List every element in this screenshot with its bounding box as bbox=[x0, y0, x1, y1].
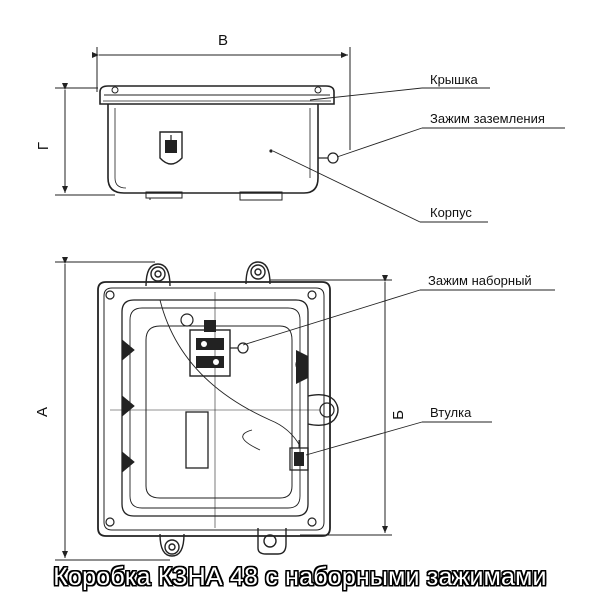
dimension-b-label: Б bbox=[390, 410, 407, 420]
dimension-b-inner-length bbox=[270, 275, 392, 536]
callout-ground-clamp: Зажим заземления bbox=[430, 111, 545, 126]
callout-body: Корпус bbox=[430, 205, 472, 220]
bushing bbox=[289, 440, 309, 471]
callout-bushing: Втулка bbox=[430, 405, 472, 420]
callouts-bottom bbox=[242, 289, 555, 456]
caption: Коробка КЗНА 48 с наборными зажимами bbox=[53, 563, 547, 591]
callout-terminal-block: Зажим наборный bbox=[428, 273, 532, 288]
dimension-g-height bbox=[55, 83, 115, 196]
dimension-v-label: В bbox=[218, 32, 228, 49]
dimension-g-label: Г bbox=[35, 142, 52, 150]
callout-lid: Крышка bbox=[430, 72, 479, 87]
corner-bolts bbox=[105, 290, 317, 527]
flange-outline bbox=[97, 281, 331, 537]
dimension-v-width bbox=[92, 47, 351, 150]
terminal-block bbox=[189, 320, 249, 377]
body-outline bbox=[107, 104, 319, 194]
dimension-a-length bbox=[55, 257, 170, 561]
lid-outline bbox=[99, 85, 335, 105]
side-ribs bbox=[121, 338, 135, 474]
plan-view: А Б bbox=[34, 257, 407, 561]
mounting-ears-bottom bbox=[159, 528, 287, 557]
side-view: В Г bbox=[35, 32, 351, 201]
ground-symbol-icon bbox=[159, 131, 183, 165]
nameplate-slot bbox=[185, 411, 209, 469]
callouts-top bbox=[272, 87, 565, 223]
mounting-ears-top bbox=[145, 261, 271, 287]
dimension-a-label: А bbox=[34, 407, 51, 417]
